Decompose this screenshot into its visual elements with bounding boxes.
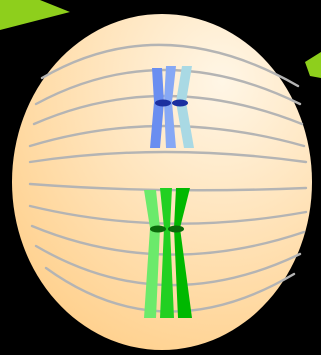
centromere <box>155 100 171 107</box>
centromere <box>172 100 188 107</box>
centromere <box>168 226 184 233</box>
centromere <box>150 226 166 233</box>
right-arrow-shape <box>305 52 321 78</box>
top-left-arrow-shape <box>0 0 70 30</box>
